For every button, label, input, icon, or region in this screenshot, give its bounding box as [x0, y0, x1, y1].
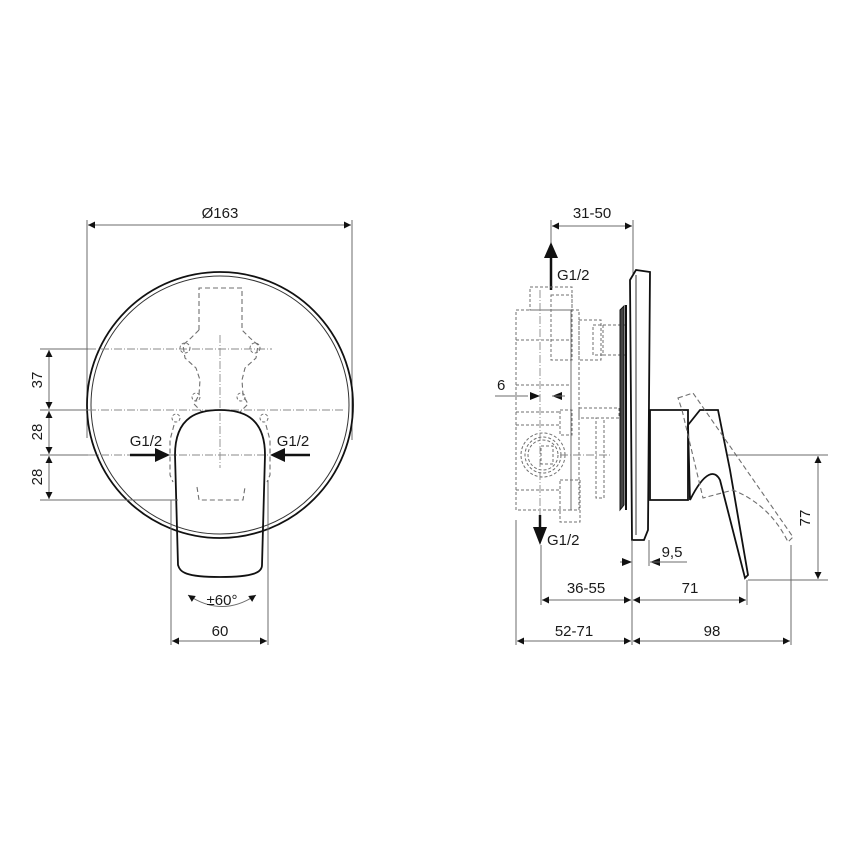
- depth-total-label: 52-71: [555, 623, 593, 640]
- total-projection-dimension: 98: [633, 623, 790, 645]
- lever-handle-side: [649, 392, 794, 580]
- dim-28-upper-label: 28: [29, 424, 46, 441]
- rotation-label: ±60°: [207, 592, 238, 609]
- plate-thickness-label: 9,5: [662, 544, 683, 561]
- inlet-left: G1/2: [130, 433, 170, 462]
- arrow-up-icon: [544, 242, 558, 258]
- diameter-label: Ø163: [202, 205, 239, 222]
- lever-handle-front: [174, 409, 266, 578]
- top-dimension-label: 31-50: [573, 205, 611, 222]
- diameter-dimension: Ø163: [86, 205, 353, 440]
- lever-height-label: 77: [797, 510, 814, 527]
- inlet-right-label: G1/2: [277, 433, 310, 450]
- top-outlet-label: G1/2: [557, 267, 590, 284]
- side-view: 31-50 G1/2: [495, 205, 828, 645]
- vertical-dimensions: 37 28 28: [29, 348, 178, 501]
- lever-projection-dimension: 71: [633, 580, 746, 604]
- depth-inner-dimension: 36-55: [542, 580, 631, 604]
- offset-label: 6: [497, 377, 505, 394]
- lever-width-dimension: 60: [170, 480, 269, 645]
- cover-plate-side: [619, 269, 651, 541]
- lever-width-label: 60: [212, 623, 229, 640]
- arrow-down-icon: [533, 527, 547, 545]
- lever-projection-label: 71: [682, 580, 699, 597]
- lever-height-dimension: 77: [728, 454, 828, 581]
- hidden-valve-body-side: [515, 286, 625, 523]
- inlet-right: G1/2: [270, 433, 310, 462]
- plate-thickness-dimension: 9,5: [620, 540, 687, 566]
- cover-plate: [86, 271, 354, 539]
- front-view: Ø163: [29, 205, 354, 645]
- arrow-left-icon: [270, 448, 285, 462]
- hidden-valve-body: [169, 287, 271, 501]
- depth-inner-label: 36-55: [567, 580, 605, 597]
- total-projection-label: 98: [704, 623, 721, 640]
- bottom-outlet: G1/2: [533, 515, 580, 549]
- arrow-right-icon: [155, 448, 170, 462]
- inlet-left-label: G1/2: [130, 433, 163, 450]
- dim-37-label: 37: [29, 372, 46, 389]
- bottom-outlet-label: G1/2: [547, 532, 580, 549]
- top-outlet: G1/2: [544, 242, 590, 290]
- dim-28-lower-label: 28: [29, 469, 46, 486]
- depth-total-dimension: 52-71: [517, 623, 631, 645]
- offset-dimension: 6: [495, 377, 565, 400]
- rotation-indicator: ±60°: [187, 592, 257, 609]
